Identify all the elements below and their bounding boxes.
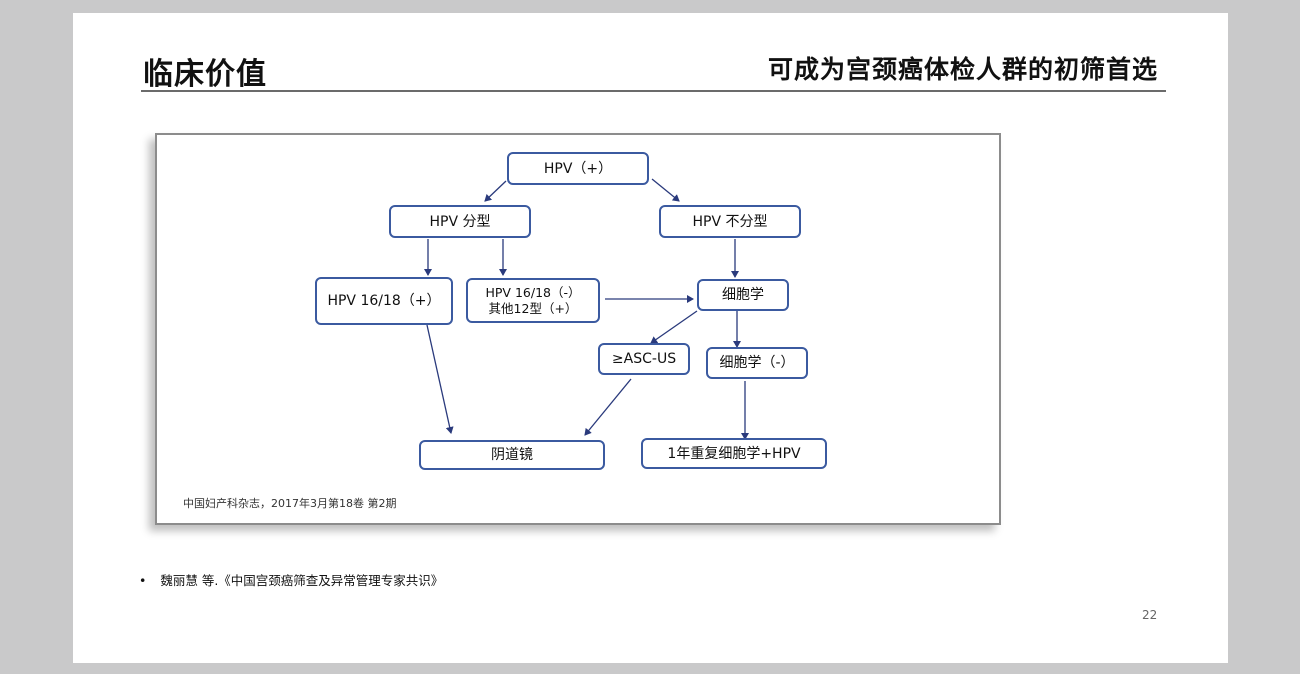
node-hpv-positive: HPV（+） [507,152,649,185]
node-hpv1618-positive: HPV 16/18（+） [315,277,453,325]
node-cytology-negative: 细胞学（-） [706,347,808,379]
slide: 临床价值 可成为宫颈癌体检人群的初筛首选 [73,13,1228,663]
page-number: 22 [1142,608,1158,622]
node-colposcopy: 阴道镜 [419,440,605,470]
flowchart-figure: HPV（+） HPV 分型 HPV 不分型 HPV 16/18（+） HPV 1… [155,133,1001,525]
figure-source-caption: 中国妇产科杂志，2017年3月第18卷 第2期 [183,497,397,510]
node-label-line2: 其他12型（+） [488,300,578,316]
slide-subtitle: 可成为宫颈癌体检人群的初筛首选 [767,55,1158,84]
edge-hpv-to-typed [484,180,507,202]
node-label: 细胞学 [722,287,764,303]
edge-1618pos-to-colposcopy [426,324,454,434]
reference-text: 魏丽慧 等.《中国宫颈癌筛查及异常管理专家共识》 [160,573,444,588]
node-cytology: 细胞学 [697,279,789,311]
edge-ascus-to-colposcopy [584,378,632,436]
reference-item: • 魏丽慧 等.《中国宫颈癌筛查及异常管理专家共识》 [139,570,443,589]
edge-cytology-to-ascus [650,310,698,344]
node-hpv1618-negative: HPV 16/18（-） 其他12型（+） [466,278,600,323]
node-hpv-typed: HPV 分型 [389,205,531,238]
node-label: HPV 不分型 [692,213,768,230]
node-label: 1年重复细胞学+HPV [667,445,801,462]
node-label: HPV（+） [543,160,613,177]
edge-hpv-to-untyped [651,178,680,202]
node-repeat-test: 1年重复细胞学+HPV [641,438,827,469]
node-label: 阴道镜 [491,447,533,463]
title-divider [141,90,1166,92]
bullet-icon: • [139,573,147,588]
node-label: HPV 分型 [429,213,491,230]
flowchart-edges [424,178,749,440]
node-hpv-untyped: HPV 不分型 [659,205,801,238]
node-label: ≥ASC-US [611,351,677,367]
node-label: HPV 16/18（+） [327,293,441,309]
node-label-line1: HPV 16/18（-） [485,284,581,300]
node-ascus: ≥ASC-US [598,343,690,375]
node-label: 细胞学（-） [719,355,795,371]
slide-title: 临床价值 [143,57,267,92]
